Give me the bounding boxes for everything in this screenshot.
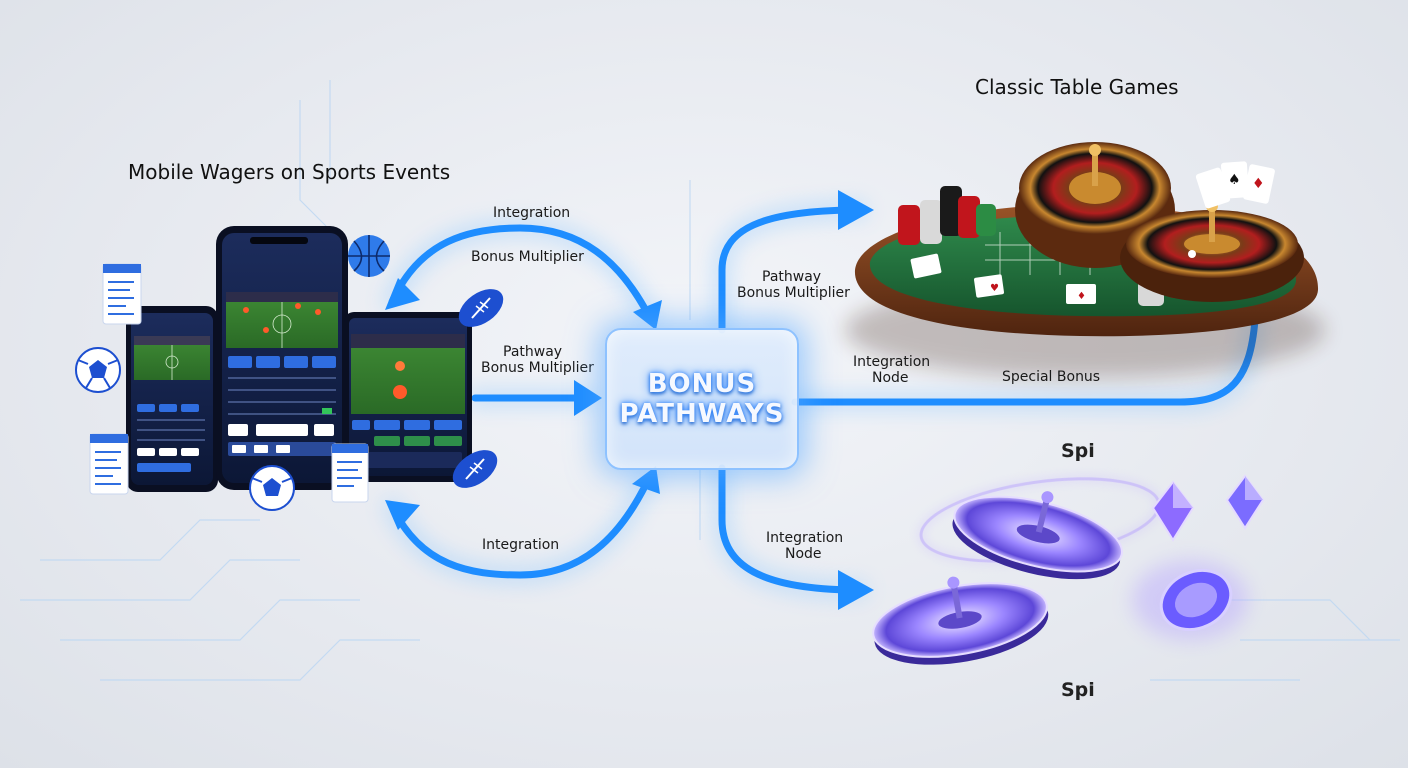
svg-text:♦: ♦ bbox=[1077, 291, 1086, 302]
arrowhead-middle bbox=[574, 380, 602, 416]
bet-slip-icon bbox=[89, 433, 129, 495]
arrowhead-top-left bbox=[385, 278, 420, 310]
bet-slip-icon bbox=[102, 263, 142, 325]
flow-label-right-node: Node bbox=[872, 370, 909, 386]
center-line-2: PATHWAYS bbox=[619, 399, 785, 429]
arrowhead-bottom-left bbox=[385, 500, 420, 530]
svg-text:♦: ♦ bbox=[1252, 176, 1265, 192]
tablet bbox=[344, 312, 472, 482]
bonus-pathways-node: BONUS PATHWAYS bbox=[605, 328, 799, 470]
flow-label-mid-pathway: Pathway bbox=[503, 344, 563, 360]
flow-label-lower-integration: Integration bbox=[766, 530, 844, 546]
table-games-title: Classic Table Games bbox=[975, 75, 1179, 99]
bet-slip-icon bbox=[331, 443, 369, 503]
spin-label-top: Spi bbox=[1061, 440, 1095, 462]
center-line-1: BONUS bbox=[647, 369, 757, 399]
chip-stack-icon bbox=[1159, 568, 1233, 632]
spin-wheels bbox=[872, 474, 1265, 665]
diamond-icon bbox=[1225, 474, 1265, 530]
roulette-wheel-icon bbox=[1120, 200, 1304, 302]
mobile-devices bbox=[75, 226, 504, 511]
phone-small bbox=[126, 306, 218, 492]
playing-cards-icon: ♥ ♦ bbox=[910, 253, 1096, 304]
playing-cards-icon: ♠ ♦ bbox=[1195, 161, 1275, 209]
soccer-ball-icon bbox=[249, 465, 295, 511]
flow-label-mid-bonus-multiplier: Bonus Multiplier bbox=[481, 360, 594, 376]
flow-label-top-integration: Integration bbox=[493, 205, 571, 221]
flow-label-special-bonus: Special Bonus bbox=[1002, 369, 1101, 385]
basketball-icon bbox=[348, 235, 390, 277]
arrowhead-table bbox=[838, 190, 874, 230]
flow-label-right-bonus-multiplier: Bonus Multiplier bbox=[737, 285, 850, 301]
center-node-label: BONUS PATHWAYS bbox=[620, 369, 785, 429]
flow-label-top-bonus-multiplier: Bonus Multiplier bbox=[471, 249, 584, 265]
soccer-ball-icon bbox=[75, 347, 121, 393]
arrowhead-spin bbox=[838, 570, 874, 610]
diamond-icon bbox=[1151, 480, 1195, 542]
football-icon bbox=[452, 450, 498, 488]
arrowhead-top-center bbox=[633, 300, 662, 330]
svg-text:♠: ♠ bbox=[1228, 172, 1241, 188]
flow-label-bottom-integration: Integration bbox=[482, 537, 560, 553]
spin-label-bottom: Spi bbox=[1061, 679, 1095, 701]
flow-label-right-integration: Integration bbox=[853, 354, 931, 370]
roulette-wheel-icon bbox=[952, 491, 1124, 580]
svg-text:♥: ♥ bbox=[990, 283, 999, 294]
circuit-traces bbox=[20, 80, 1400, 681]
roulette-wheel-icon bbox=[872, 576, 1049, 665]
casino-table: ♥ ♦ bbox=[845, 142, 1325, 378]
flow-label-lower-node: Node bbox=[785, 546, 822, 562]
sports-title: Mobile Wagers on Sports Events bbox=[128, 160, 451, 184]
football-icon bbox=[458, 289, 504, 327]
phone-large bbox=[216, 226, 348, 490]
arrowhead-bottom-center bbox=[632, 466, 660, 494]
flow-label-right-pathway: Pathway bbox=[762, 269, 822, 285]
